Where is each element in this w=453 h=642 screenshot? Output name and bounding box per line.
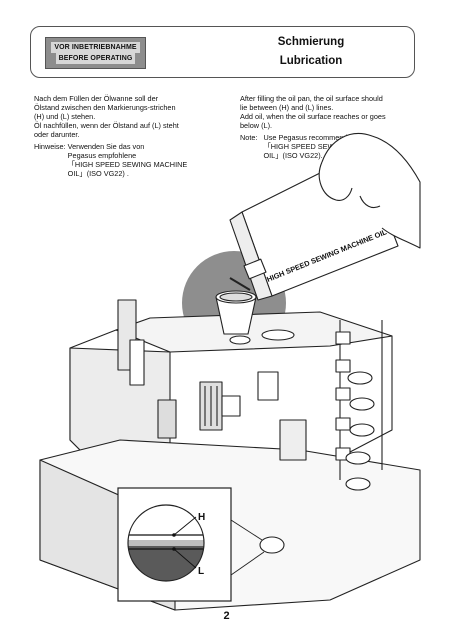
note-line: 「HIGH SPEED SEWING MACHINE (263, 142, 384, 151)
german-line: Nach dem Füllen der Ölwanne soll der (34, 94, 159, 103)
oil-level-inset: H L (117, 487, 265, 602)
header-box: VOR INBETRIEBNAHME BEFORE OPERATING Schm… (30, 26, 415, 78)
hint-line: 「HIGH SPEED SEWING MACHINE (67, 160, 188, 169)
note-label: Note: (240, 133, 258, 142)
german-line: oder darunter. (34, 130, 80, 139)
badge-line-de: VOR INBETRIEBNAHME (51, 42, 140, 53)
german-line: Öl nachfüllen, wenn der Ölstand auf (L) … (34, 121, 179, 130)
english-line: Add oil, when the oil surface reaches or… (240, 112, 386, 121)
page-number: 2 (223, 610, 230, 622)
hint-line: OIL」(ISO VG22) . (67, 169, 129, 178)
english-line: below (L). (240, 121, 273, 130)
english-line: After filling the oil pan, the oil surfa… (240, 94, 383, 103)
german-line: (H) und (L) stehen. (34, 112, 96, 121)
english-text: After filling the oil pan, the oil surfa… (240, 94, 420, 160)
hint-label: Hinweise: (34, 142, 66, 151)
english-note: Note: Use Pegasus recommended oil 「HIGH … (240, 133, 420, 160)
mark-high: H (198, 512, 205, 523)
note-line: Use Pegasus recommended oil (263, 133, 365, 142)
english-line: lie between (H) and (L) lines. (240, 103, 334, 112)
page-title-en: Lubrication (279, 55, 343, 67)
note-line: OIL」(ISO VG22). (263, 151, 323, 160)
page-title-de: Schmierung (277, 36, 345, 48)
before-operating-badge: VOR INBETRIEBNAHME BEFORE OPERATING (45, 37, 146, 69)
hint-line: Verwenden Sie das von (67, 142, 145, 151)
german-line: Ölstand zwischen den Markierungs-striche… (34, 103, 176, 112)
german-hint: Hinweise: Verwenden Sie das von Pegasus … (34, 142, 239, 178)
mark-low: L (198, 566, 204, 577)
german-text: Nach dem Füllen der Ölwanne soll der Öls… (34, 94, 239, 178)
badge-line-en: BEFORE OPERATING (55, 53, 136, 64)
hint-line: Pegasus empfohlene (67, 151, 137, 160)
